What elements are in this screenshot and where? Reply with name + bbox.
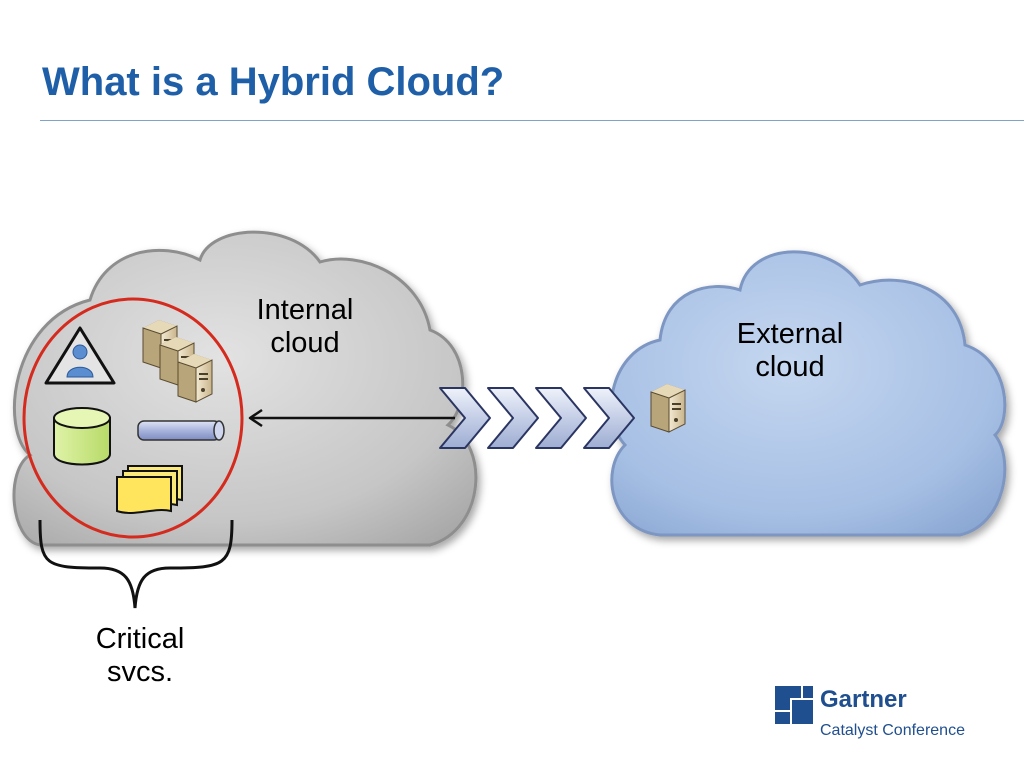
critical-services-label: Critical svcs. <box>95 623 185 688</box>
conference-subtitle: Catalyst Conference <box>820 722 965 739</box>
gartner-logo-mark-icon <box>775 686 813 724</box>
chevron-icon <box>439 387 491 449</box>
chevron-icon <box>535 387 587 449</box>
internal-cloud <box>12 230 478 547</box>
documents-icon <box>116 465 183 514</box>
external-cloud-label: External cloud <box>736 318 844 383</box>
slide-title: What is a Hybrid Cloud? <box>42 60 505 104</box>
external-server-icon <box>650 383 686 433</box>
chevron-icon <box>487 387 539 449</box>
gartner-wordmark: Gartner <box>820 686 907 713</box>
gartner-logo: Gartner Catalyst Conference <box>775 686 975 746</box>
database-icon <box>53 407 111 466</box>
connection-arrow <box>248 408 455 428</box>
user-warning-icon <box>44 326 116 385</box>
critical-services-ring <box>22 297 244 539</box>
bracket-brace <box>38 519 234 609</box>
internal-cloud-label: Internal cloud <box>256 294 354 359</box>
chevron-icon <box>583 387 635 449</box>
chevron-arrows <box>439 387 635 449</box>
pipe-icon <box>137 420 225 441</box>
title-divider <box>40 120 1024 121</box>
